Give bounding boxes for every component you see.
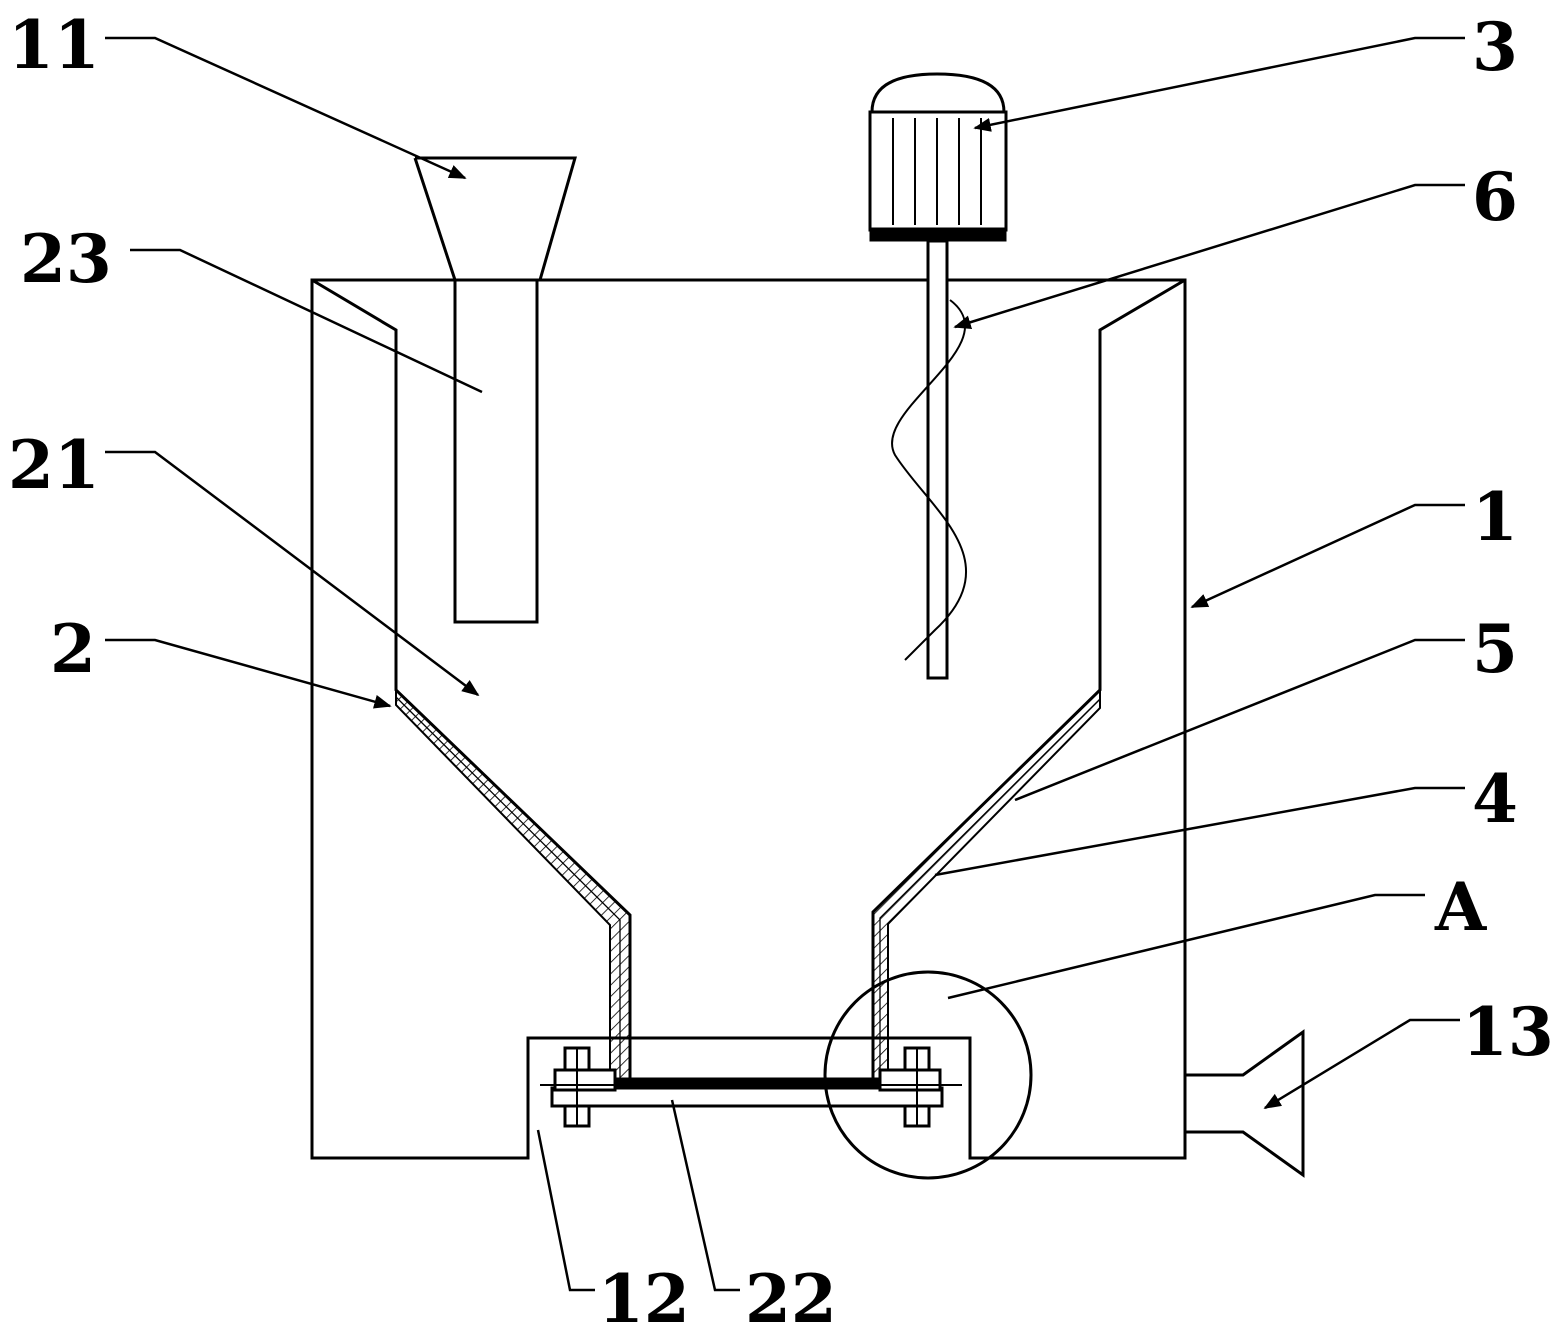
motor [868,72,1008,242]
label-23: 23 [20,220,112,298]
label-6: 6 [1472,158,1518,236]
leader-lines [105,36,1465,1292]
left-liner [395,687,631,1083]
label-12: 12 [598,1260,690,1338]
bolt-left [563,1046,591,1128]
reference-labels: 11 23 21 2 3 6 1 5 4 A 13 12 22 [8,6,1554,1338]
label-3: 3 [1472,8,1518,86]
label-1: 1 [1472,478,1518,556]
label-4: 4 [1472,760,1518,838]
detail-circle-a [823,970,1033,1180]
right-liner [872,687,1101,1083]
label-a: A [1434,868,1487,946]
bolt-right [903,1046,931,1128]
label-21: 21 [8,426,100,504]
stirring-shaft [891,239,968,680]
outlet-nozzle [1185,1029,1305,1178]
inner-hopper [311,278,1186,1083]
outer-housing [310,278,1187,1160]
label-5: 5 [1472,610,1518,688]
bottom-plate [540,1046,962,1128]
inlet-funnel [413,156,577,624]
label-2: 2 [50,610,96,688]
label-22: 22 [745,1260,837,1338]
label-13: 13 [1462,993,1554,1071]
label-11: 11 [8,6,100,84]
